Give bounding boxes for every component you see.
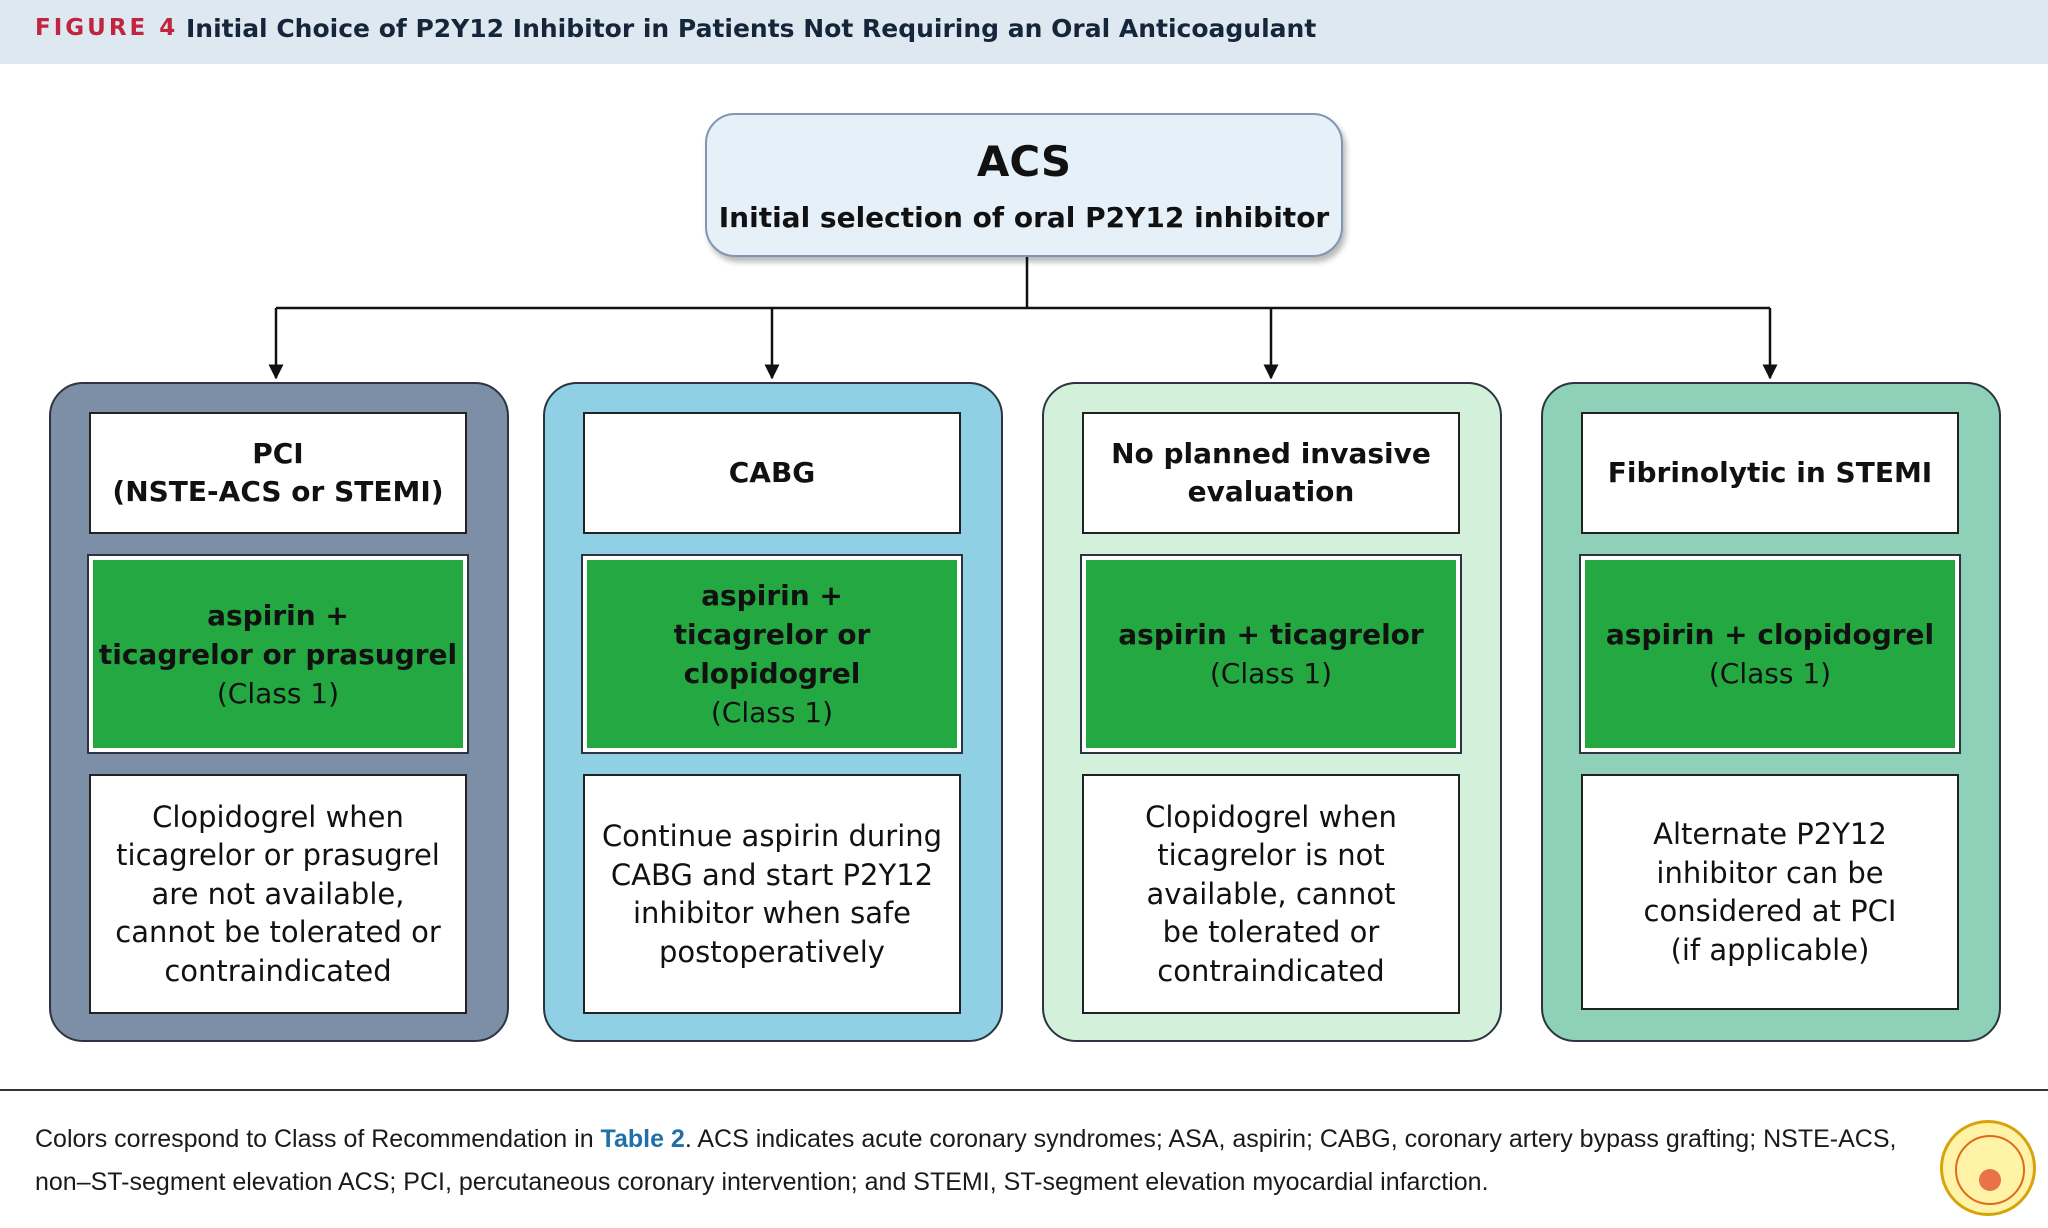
- alternative-note: Alternate P2Y12 inhibitor can be conside…: [1581, 774, 1959, 1010]
- recommendation-box: aspirin + clopidogrel (Class 1): [1579, 554, 1961, 754]
- note-line: are not available,: [151, 876, 405, 911]
- figure-label: FIGURE 4: [35, 15, 179, 41]
- figure-header: FIGURE 4 Initial Choice of P2Y12 Inhibit…: [0, 0, 2048, 64]
- note-line: (if applicable): [1670, 932, 1870, 967]
- note-line: CABG and start P2Y12: [610, 857, 934, 892]
- figure-title: Initial Choice of P2Y12 Inhibitor in Pat…: [186, 14, 1317, 43]
- note-line: ticagrelor or prasugrel: [116, 838, 440, 873]
- column-title: No planned invasive evaluation: [1082, 412, 1460, 534]
- title-line: PCI: [252, 437, 304, 470]
- note-line: ticagrelor is not: [1157, 838, 1385, 873]
- alternative-note: Clopidogrel when ticagrelor is not avail…: [1082, 774, 1460, 1014]
- alternative-note: Clopidogrel when ticagrelor or prasugrel…: [89, 774, 467, 1014]
- class-label: (Class 1): [710, 696, 834, 729]
- title-line: evaluation: [1187, 475, 1355, 508]
- note-line: available, cannot: [1146, 876, 1396, 911]
- note-line: Alternate P2Y12: [1653, 817, 1887, 851]
- column-fibrinolytic: Fibrinolytic in STEMI aspirin + clopidog…: [1541, 382, 2001, 1042]
- note-line: considered at PCI: [1643, 894, 1897, 928]
- column-title: Fibrinolytic in STEMI: [1581, 412, 1959, 534]
- recommendation-line: aspirin + clopidogrel: [1605, 618, 1935, 651]
- title-line: Fibrinolytic in STEMI: [1607, 456, 1933, 489]
- column-cabg: CABG aspirin + ticagrelor or clopidogrel…: [543, 382, 1003, 1042]
- recommendation-line: ticagrelor or clopidogrel: [673, 618, 871, 690]
- table-2-link[interactable]: Table 2: [600, 1125, 685, 1153]
- class-label: (Class 1): [1209, 657, 1333, 690]
- recommendation-box: aspirin + ticagrelor or clopidogrel (Cla…: [581, 554, 963, 754]
- note-line: Clopidogrel when: [1145, 799, 1397, 834]
- note-line: postoperatively: [659, 934, 885, 969]
- root-subtitle: Initial selection of oral P2Y12 inhibito…: [718, 201, 1330, 234]
- note-line: inhibitor when safe: [632, 896, 912, 930]
- note-line: cannot be tolerated or: [115, 915, 441, 950]
- column-title: PCI (NSTE-ACS or STEMI): [89, 412, 467, 534]
- caption-line-1: Colors correspond to Class of Recommenda…: [35, 1118, 1965, 1161]
- alternative-note: Continue aspirin during CABG and start P…: [583, 774, 961, 1014]
- note-line: contraindicated: [164, 953, 392, 988]
- root-title: ACS: [976, 137, 1072, 186]
- caption-line-2: non–ST-segment elevation ACS; PCI, percu…: [35, 1168, 1489, 1196]
- connector-lines: [268, 257, 1778, 380]
- note-line: Clopidogrel when: [152, 799, 404, 834]
- figure-caption: Colors correspond to Class of Recommenda…: [35, 1118, 1965, 1204]
- recommendation-line: aspirin +: [207, 598, 349, 632]
- recommendation-line: aspirin +: [701, 579, 843, 612]
- logo-seal-icon: [1940, 1120, 2036, 1216]
- column-no-invasive: No planned invasive evaluation aspirin +…: [1042, 382, 1502, 1042]
- title-line: CABG: [728, 456, 816, 489]
- note-line: be tolerated or: [1162, 915, 1380, 950]
- column-title: CABG: [583, 412, 961, 534]
- footer-divider: [0, 1089, 2048, 1091]
- root-node: ACS Initial selection of oral P2Y12 inhi…: [705, 113, 1343, 257]
- caption-text: . ACS indicates acute coronary syndromes…: [684, 1125, 1897, 1153]
- class-label: (Class 1): [1708, 657, 1832, 690]
- caption-text: Colors correspond to Class of Recommenda…: [35, 1125, 601, 1153]
- recommendation-line: aspirin + ticagrelor: [1118, 618, 1424, 651]
- note-line: inhibitor can be: [1656, 855, 1884, 890]
- recommendation-box: aspirin + ticagrelor or prasugrel (Class…: [87, 554, 469, 754]
- note-line: Continue aspirin during: [601, 819, 943, 853]
- title-line: (NSTE-ACS or STEMI): [112, 475, 444, 508]
- note-line: contraindicated: [1157, 953, 1385, 988]
- title-line: No planned invasive: [1111, 437, 1431, 470]
- class-label: (Class 1): [216, 676, 340, 710]
- recommendation-box: aspirin + ticagrelor (Class 1): [1080, 554, 1462, 754]
- column-pci: PCI (NSTE-ACS or STEMI) aspirin + ticagr…: [49, 382, 509, 1042]
- recommendation-line: ticagrelor or prasugrel: [98, 637, 458, 671]
